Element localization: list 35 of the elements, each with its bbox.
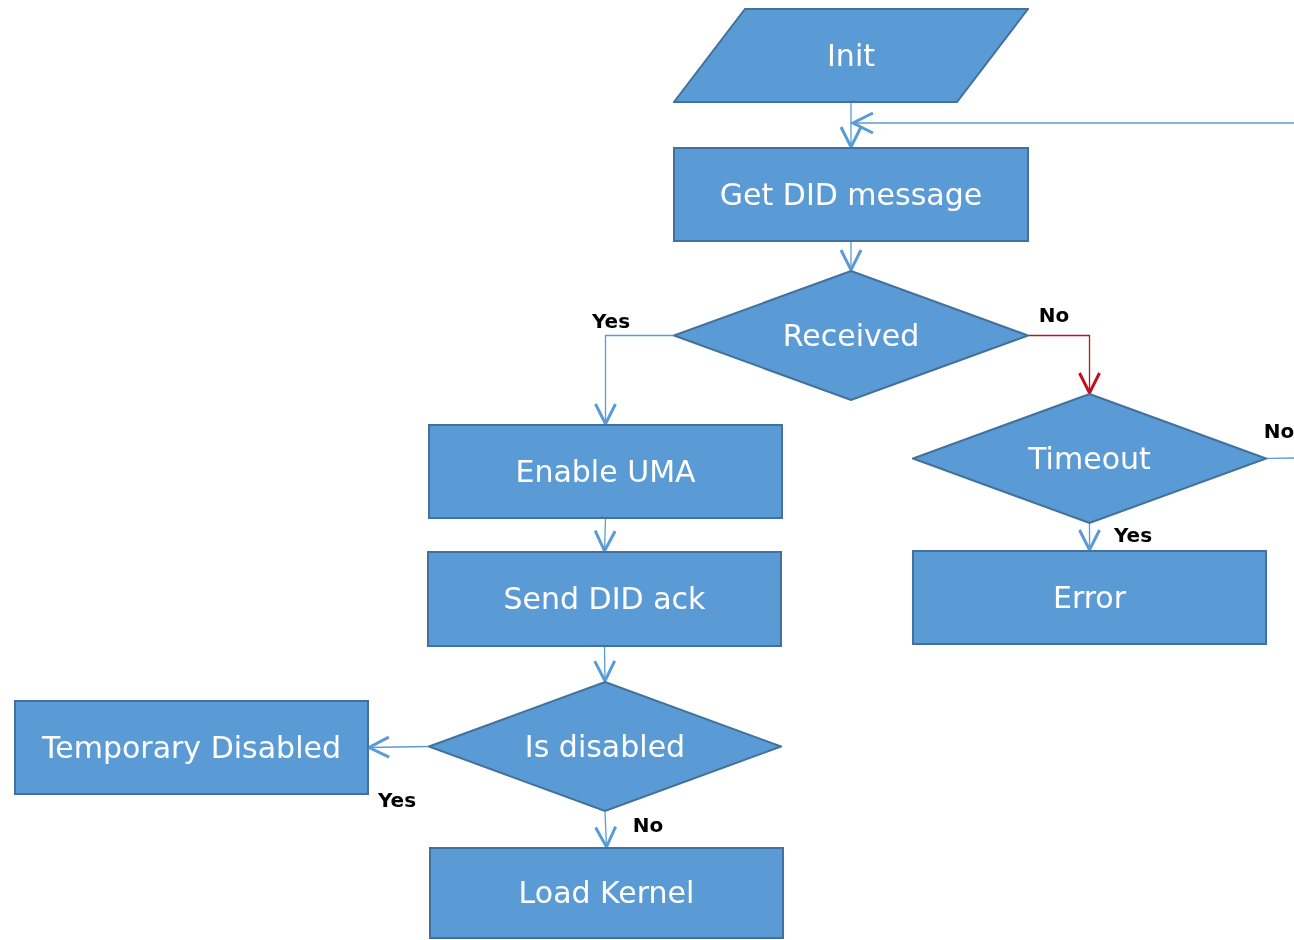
edge-label: Yes [591, 311, 631, 331]
process-box [14, 700, 369, 795]
edge-label: No [1263, 421, 1294, 441]
arrow [594, 811, 618, 849]
process-box [428, 424, 783, 519]
node-label: Send DID ack [503, 580, 706, 618]
process-box [427, 551, 782, 647]
arrow [851, 111, 1294, 135]
node-label: Timeout [1028, 439, 1151, 478]
decision-diamond [673, 270, 1029, 401]
edge-label: Yes [377, 790, 417, 810]
node-label: Temporary Disabled [42, 728, 341, 767]
node-label: Init [827, 36, 875, 75]
arrow [1078, 523, 1101, 552]
edge-label: Yes [1113, 525, 1153, 545]
process-box [673, 147, 1029, 242]
edge-label: No [1038, 305, 1070, 325]
node-label: Get DID message [719, 175, 983, 214]
input-parallelogram [673, 8, 1029, 103]
node-label: Enable UMA [515, 452, 696, 491]
arrow [593, 646, 617, 683]
process-box [912, 550, 1267, 645]
node-label: Received [782, 316, 920, 355]
arrow [839, 241, 863, 272]
node-label: Load Kernel [518, 874, 695, 912]
arrow [593, 518, 617, 553]
arrow [839, 102, 863, 149]
node-label: Error [1052, 578, 1127, 617]
arrow [594, 334, 674, 426]
arrow [1028, 334, 1101, 395]
edge-label: No [632, 815, 664, 835]
decision-diamond [428, 681, 782, 812]
node-label: Is disabled [524, 727, 686, 766]
process-box [429, 847, 784, 939]
decision-diamond [912, 393, 1267, 524]
